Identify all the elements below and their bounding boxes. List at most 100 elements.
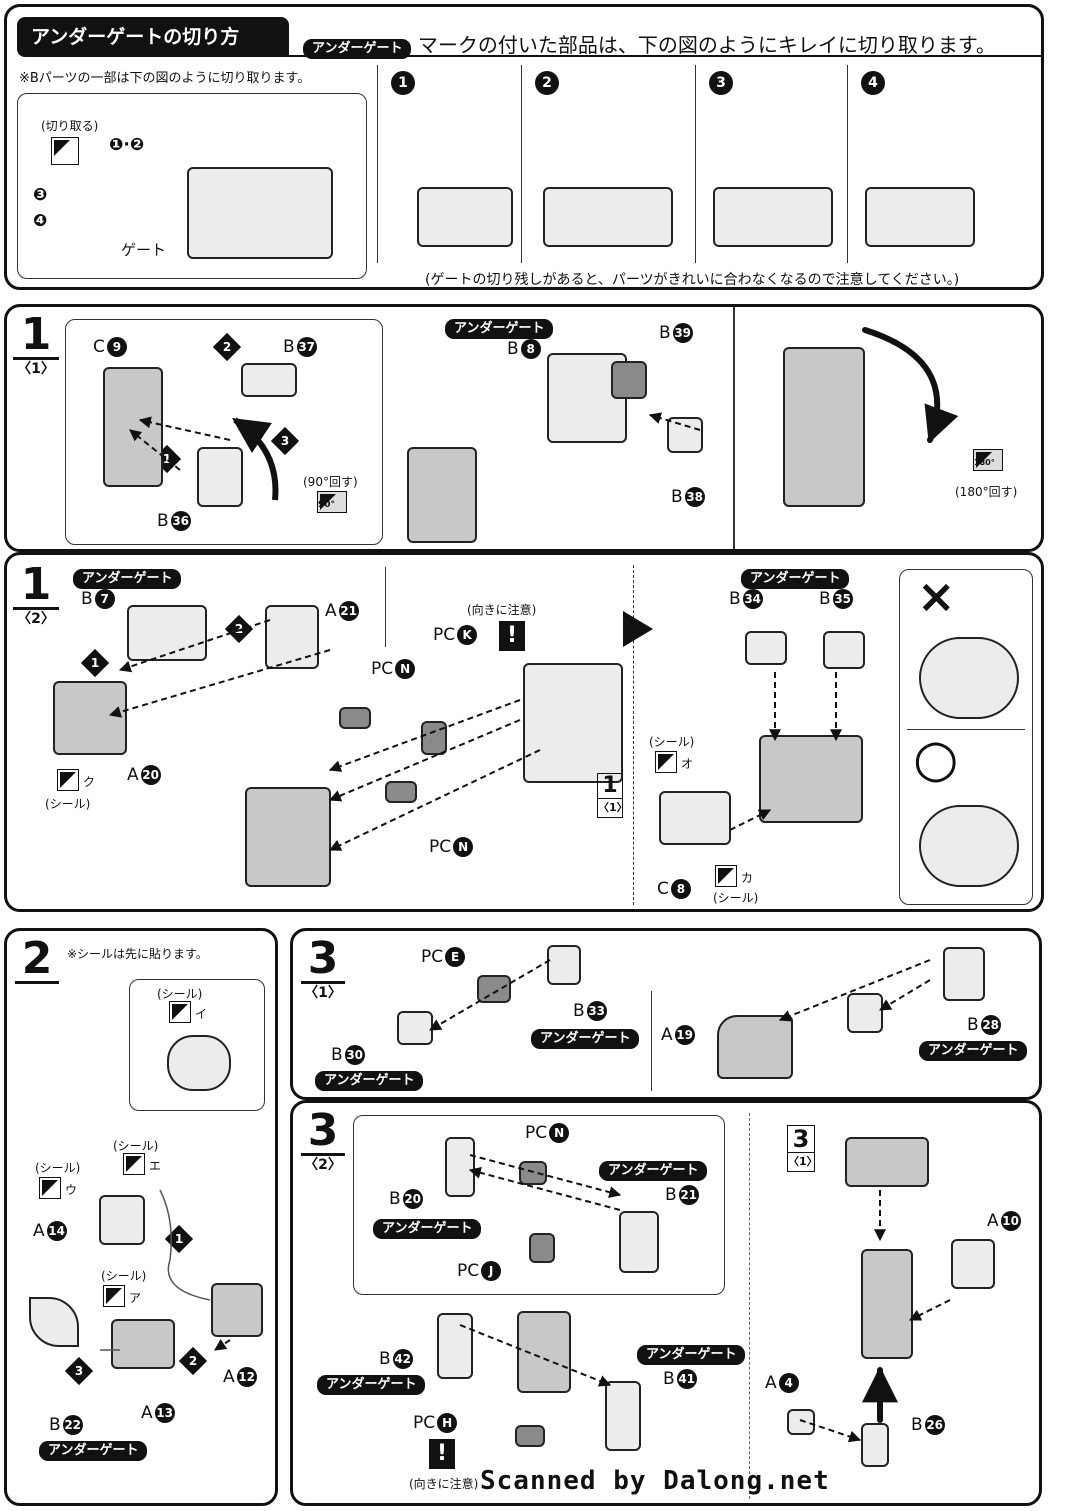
cut-step-4: 4	[861, 71, 885, 95]
under-gate-badge: アンダーゲート	[317, 1375, 426, 1395]
under-gate-badge: アンダーゲート	[39, 1441, 148, 1461]
step-1-1-subassembly-box	[65, 319, 383, 545]
under-gate-badge: アンダーゲート	[315, 1071, 424, 1091]
under-gate-badge: アンダーゲート	[445, 319, 554, 339]
cut-detail-box	[17, 93, 367, 279]
part-b39	[611, 361, 647, 399]
seal-ka-icon	[715, 865, 737, 887]
seal-i-icon	[169, 1001, 191, 1023]
seal-u-icon	[39, 1177, 61, 1199]
part-pce	[477, 975, 511, 1003]
step-3-1-number: 3〈1〉	[301, 937, 345, 1002]
b-parts-note: ※Bパーツの一部は下の図のように切り取ります。	[19, 71, 311, 86]
cut-step-3-illustration	[713, 187, 833, 247]
seal-label-o: (シール)	[649, 735, 695, 749]
ref-step-3-1: 3〈1〉	[787, 1125, 818, 1172]
seal-o: オ	[681, 757, 694, 771]
rotate-90-note: (90°回す)	[303, 475, 358, 489]
caution-icon: !	[429, 1439, 455, 1469]
part-leg-assembly	[861, 1249, 913, 1359]
part-b33	[547, 945, 581, 985]
seal-label-ka: (シール)	[713, 891, 759, 905]
under-gate-badge: アンダーゲート	[303, 39, 412, 59]
seal-label-u: (シール)	[35, 1161, 81, 1175]
part-b41	[605, 1381, 641, 1451]
headline-text: マークの付いた部品は、下の図のようにキレイに切り取ります。	[417, 33, 996, 57]
part-a14	[99, 1195, 145, 1245]
part-joint	[847, 993, 883, 1033]
part-face-seal	[167, 1035, 231, 1091]
part-pcn	[519, 1161, 547, 1185]
part-b26	[861, 1423, 889, 1467]
nipper-icon	[51, 137, 79, 165]
headline: アンダーゲート マークの付いた部品は、下の図のようにキレイに切り取ります。	[303, 29, 996, 59]
section-title: アンダーゲートの切り方	[17, 17, 289, 57]
under-gate-badge: アンダーゲート	[919, 1041, 1028, 1061]
under-gate-badge: アンダーゲート	[637, 1345, 746, 1365]
rotate-90-icon: 90°	[317, 491, 347, 513]
part-b36	[197, 447, 243, 507]
seal-e-icon	[123, 1153, 145, 1175]
step-4-label: ❹	[33, 211, 48, 231]
seal-a: ア	[129, 1291, 142, 1305]
part-pcn-2	[385, 781, 417, 803]
cut-step-2-illustration	[543, 187, 673, 247]
caution-note: (ゲートの切り残しがあると、パーツがきれいに合わなくなるので注意してください。)	[425, 272, 960, 288]
part-torso-assembly	[759, 735, 863, 823]
cut-step-3: 3	[709, 71, 733, 95]
next-arrow	[623, 611, 653, 647]
seal-ku-icon	[57, 769, 79, 791]
ref-step-1-1: 1〈1〉	[597, 773, 628, 818]
part-b34	[745, 631, 787, 665]
part-a4	[787, 1409, 815, 1435]
part-thigh-armor	[845, 1137, 929, 1187]
seal-label-a: (シール)	[101, 1269, 147, 1283]
step-3-label: ❸	[33, 185, 48, 205]
gate-label: ゲート	[121, 241, 167, 259]
part-b22	[29, 1297, 79, 1347]
part-b37	[241, 363, 297, 397]
part-b35	[823, 631, 865, 669]
part-b28	[943, 947, 985, 1001]
orientation-check-box	[899, 569, 1033, 905]
part-pch	[515, 1425, 545, 1447]
step-1-1-number: 1〈1〉	[13, 313, 59, 378]
caution-icon: !	[499, 621, 525, 651]
cut-step-1: 1	[391, 71, 415, 95]
part-a19	[717, 1015, 793, 1079]
part-a10	[951, 1239, 995, 1289]
part-rotated-assembly	[783, 347, 865, 507]
part-body-assembly	[523, 663, 623, 783]
right-mark: ○	[913, 729, 959, 789]
step-2-panel: 2 ※シールは先に貼ります。 (シール) イ (シール) ウ (シール) エ A…	[4, 928, 278, 1506]
seal-ka: カ	[741, 871, 754, 885]
part-b42	[437, 1313, 473, 1379]
part-b38	[667, 417, 703, 453]
rotate-180-icon: 180°	[973, 449, 1003, 471]
seal-u: ウ	[65, 1183, 78, 1197]
steps-1-2-label: ❶·❷	[109, 135, 145, 155]
cut-step-4-illustration	[865, 187, 975, 247]
part-leg-assembly	[407, 447, 477, 543]
seal-detail-box	[129, 979, 265, 1111]
